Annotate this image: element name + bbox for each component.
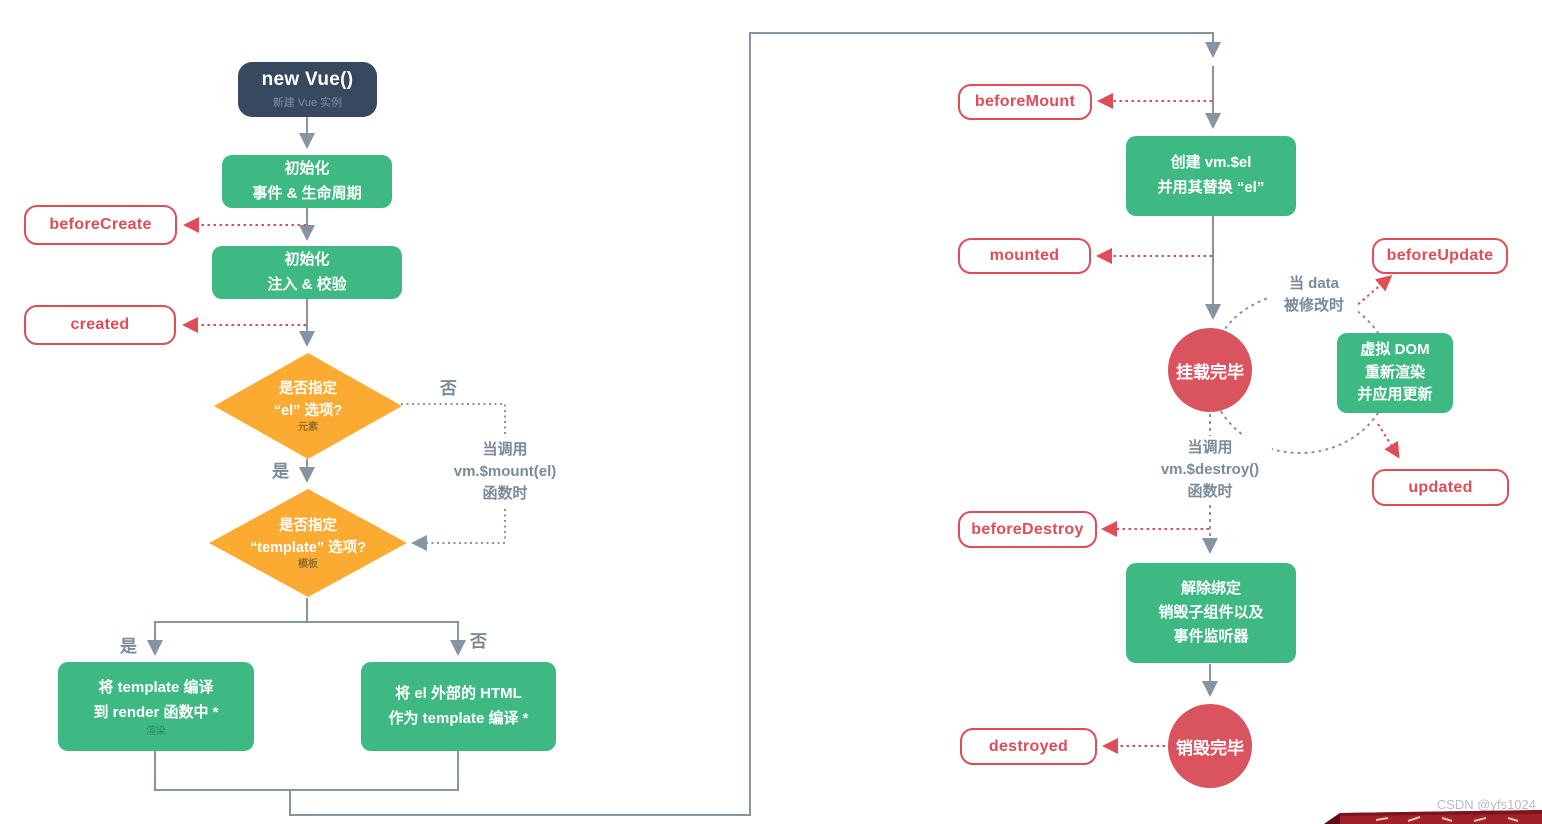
hook-beforeMount: beforeMount xyxy=(958,84,1092,120)
compile-outer-html-line2: 作为 template 编译 * xyxy=(388,709,529,727)
csdn-banner xyxy=(1324,810,1542,824)
decision-el-line2: “el” 选项? xyxy=(273,402,343,419)
hook-mounted: mounted xyxy=(958,238,1091,274)
node-virtual-dom: 虚拟 DOM 重新渲染 并应用更新 xyxy=(1337,333,1453,413)
compile-template-sub: 渲染 xyxy=(146,725,166,737)
hook-beforeDestroy: beforeDestroy xyxy=(958,511,1097,548)
hook-beforeUpdate-label: beforeUpdate xyxy=(1386,247,1494,264)
note-vm-destroy-line2: vm.$destroy() xyxy=(1160,461,1260,479)
compile-outer-html-line1: 将 el 外部的 HTML xyxy=(395,684,522,702)
state-mounted-done-label: 挂载完毕 xyxy=(1176,362,1244,382)
hook-beforeMount-label: beforeMount xyxy=(974,93,1076,110)
node-teardown: 解除绑定 销毁子组件以及 事件监听器 xyxy=(1126,563,1296,663)
state-destroyed-done: 销毁完毕 xyxy=(1168,704,1252,788)
hook-beforeCreate: beforeCreate xyxy=(24,205,177,245)
compile-template-line2: 到 render 函数中 * xyxy=(93,704,219,721)
label-yes-template: 是 xyxy=(120,637,137,656)
node-compile-outer-html: 将 el 外部的 HTML 作为 template 编译 * xyxy=(361,662,556,751)
virtual-dom-line2: 重新渲染 xyxy=(1364,363,1425,381)
label-no-el: 否 xyxy=(440,379,457,398)
note-vm-destroy-line1: 当调用 xyxy=(1187,439,1233,457)
label-yes-el: 是 xyxy=(272,462,289,481)
node-init-injections: 初始化 注入 & 校验 xyxy=(212,246,402,299)
compile-template-line1: 将 template 编译 xyxy=(98,679,214,697)
decision-el-sub: 元素 xyxy=(298,422,318,434)
note-data-changed: 当 data 被修改时 xyxy=(1270,272,1358,318)
hook-arrows xyxy=(182,93,1400,754)
new-vue-subtitle: 新建 Vue 实例 xyxy=(272,97,343,109)
virtual-dom-line1: 虚拟 DOM xyxy=(1360,341,1430,359)
note-vm-mount-line3: 函数时 xyxy=(482,484,528,502)
node-init-events: 初始化 事件 & 生命周期 xyxy=(222,155,392,208)
hook-beforeCreate-label: beforeCreate xyxy=(49,216,152,233)
node-new-vue: new Vue() 新建 Vue 实例 xyxy=(238,62,377,117)
hook-created: created xyxy=(24,305,176,345)
node-compile-template: 将 template 编译 到 render 函数中 * 渲染 xyxy=(58,662,254,751)
decision-el-line1: 是否指定 xyxy=(279,380,337,397)
teardown-line1: 解除绑定 xyxy=(1180,580,1241,597)
node-create-vm-el: 创建 vm.$el 并用其替换 “el” xyxy=(1126,136,1296,216)
hook-beforeUpdate: beforeUpdate xyxy=(1372,238,1508,274)
hook-mounted-label: mounted xyxy=(989,247,1060,264)
note-vm-destroy-line3: 函数时 xyxy=(1187,482,1233,500)
label-no-template: 否 xyxy=(470,632,487,651)
note-data-changed-line1: 当 data xyxy=(1288,275,1339,293)
create-vm-el-line1: 创建 vm.$el xyxy=(1170,154,1252,172)
hook-updated-label: updated xyxy=(1408,478,1473,496)
new-vue-title: new Vue() xyxy=(261,69,354,90)
hook-created-label: created xyxy=(70,316,130,333)
teardown-line2: 销毁子组件以及 xyxy=(1158,604,1264,621)
state-mounted-done: 挂载完毕 xyxy=(1168,328,1252,412)
create-vm-el-line2: 并用其替换 “el” xyxy=(1157,179,1265,196)
init-injections-line1: 初始化 xyxy=(284,250,330,268)
virtual-dom-line3: 并应用更新 xyxy=(1357,386,1433,404)
note-vm-mount-line1: 当调用 xyxy=(482,441,528,459)
hook-updated: updated xyxy=(1372,469,1509,506)
solid-flow-lines xyxy=(147,32,1221,816)
hook-destroyed: destroyed xyxy=(960,728,1097,765)
banner-glyph-marks xyxy=(1375,816,1519,822)
decision-template-line1: 是否指定 xyxy=(279,517,337,534)
csdn-watermark: CSDN @yfs1024 xyxy=(1436,797,1536,812)
hook-beforeDestroy-label: beforeDestroy xyxy=(971,520,1084,538)
hook-destroyed-label: destroyed xyxy=(988,737,1069,755)
init-events-line1: 初始化 xyxy=(284,159,330,177)
init-events-line2: 事件 & 生命周期 xyxy=(252,184,362,202)
init-injections-line2: 注入 & 校验 xyxy=(267,275,347,293)
note-vm-destroy: 当调用 vm.$destroy() 函数时 xyxy=(1148,436,1272,504)
decision-template-line2: “template” 选项? xyxy=(249,539,366,556)
teardown-line3: 事件监听器 xyxy=(1173,628,1249,645)
note-vm-mount-line2: vm.$mount(el) xyxy=(453,463,557,481)
note-data-changed-line2: 被修改时 xyxy=(1283,297,1344,314)
decision-template-sub: 模板 xyxy=(298,559,318,571)
note-vm-mount: 当调用 vm.$mount(el) 函数时 xyxy=(443,436,567,508)
state-destroyed-done-label: 销毁完毕 xyxy=(1176,738,1244,758)
